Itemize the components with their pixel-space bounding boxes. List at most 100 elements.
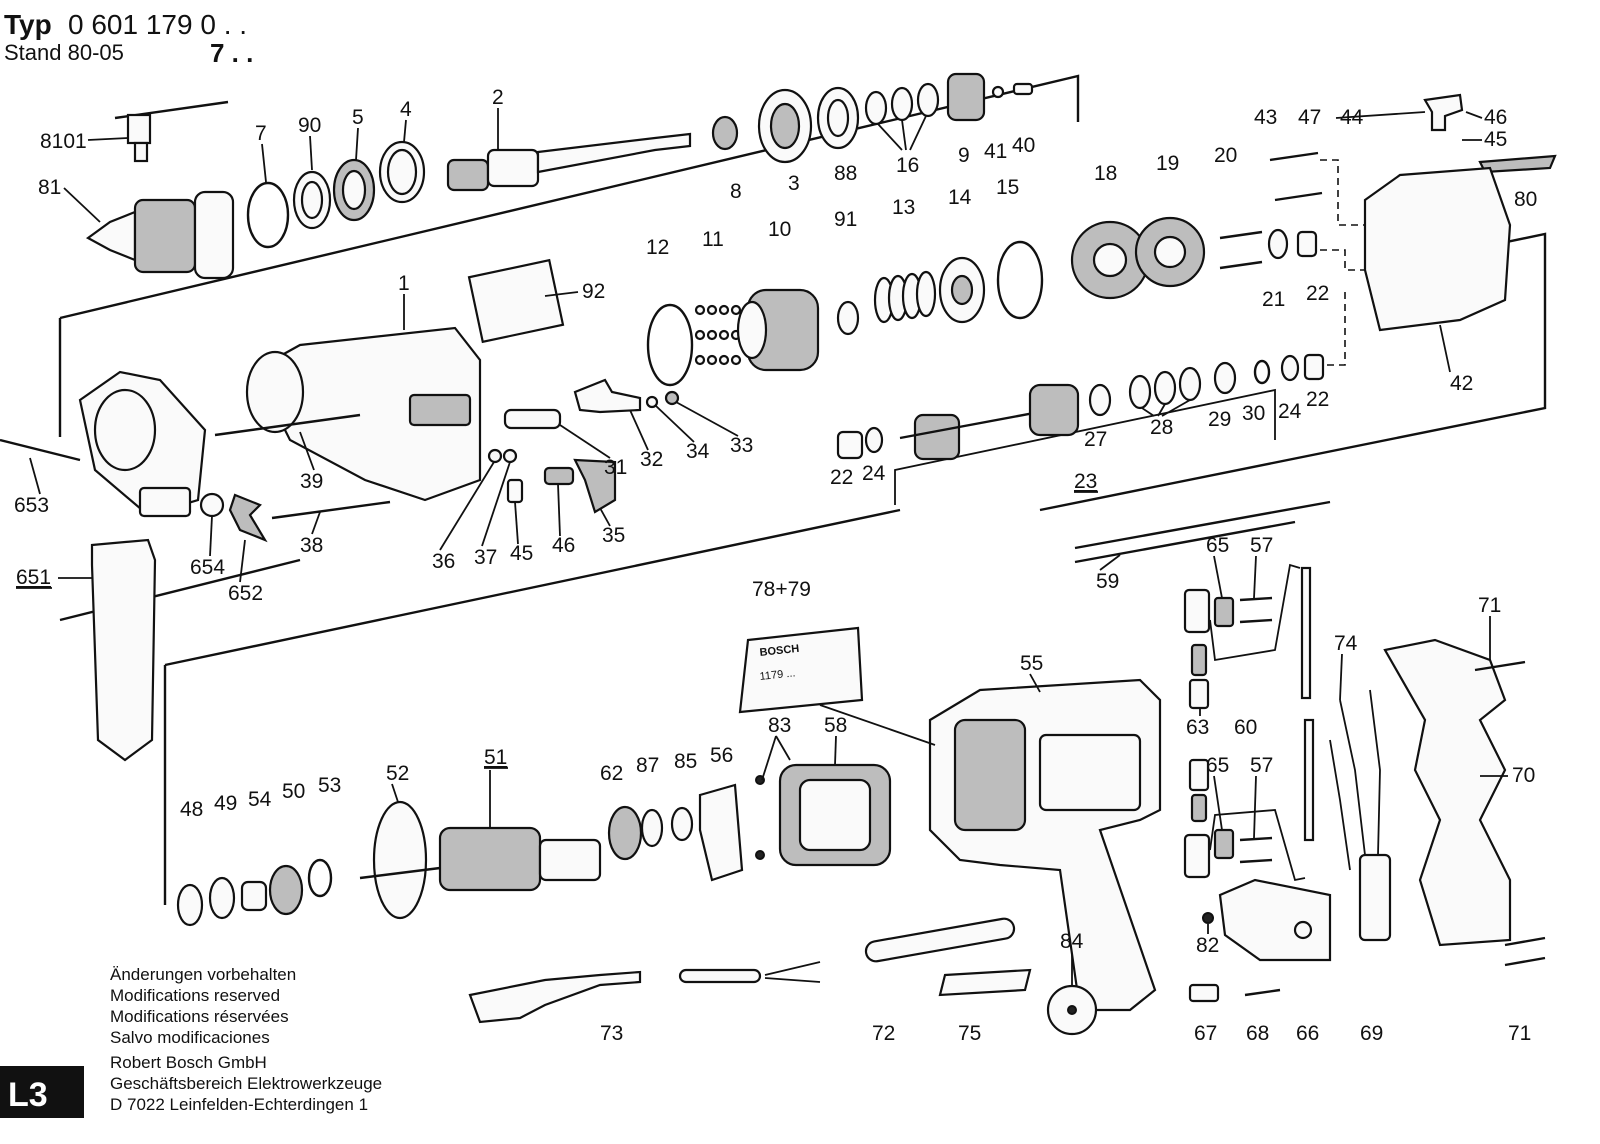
lead-terminal-a <box>1300 566 1312 700</box>
label-11: 11 <box>702 228 724 251</box>
label-65-top: 65 <box>1206 534 1229 557</box>
capacitor-69 <box>1358 853 1392 942</box>
lead-60b <box>1209 809 1306 882</box>
typ-variant: 7 . . <box>210 38 253 68</box>
label-82: 82 <box>1196 934 1219 957</box>
label-38: 38 <box>300 534 323 557</box>
label-7: 7 <box>255 122 267 145</box>
label-22-low: 22 <box>830 466 853 489</box>
pin-40 <box>1012 82 1034 96</box>
label-27: 27 <box>1084 428 1107 451</box>
brush-holder-63a <box>1183 588 1211 634</box>
armature-51 <box>359 826 602 892</box>
label-48: 48 <box>180 798 203 821</box>
label-45-mid: 45 <box>510 542 533 565</box>
typ-word: Typ <box>4 9 52 40</box>
label-24-mid: 24 <box>1278 400 1302 423</box>
cap-lead-b <box>1369 689 1381 856</box>
typ-number: 0 601 179 0 . . <box>68 9 247 40</box>
spring-46 <box>543 466 575 486</box>
label-5: 5 <box>352 106 364 129</box>
bearing-50 <box>268 864 304 916</box>
decal-7879: BOSCH 1179 ... <box>738 626 936 746</box>
bearing-22a <box>1296 230 1318 258</box>
label-52: 52 <box>386 762 409 785</box>
label-80: 80 <box>1514 188 1537 211</box>
screw-38 <box>271 500 391 520</box>
washer-49 <box>208 876 236 920</box>
label-59: 59 <box>1096 570 1119 593</box>
lever-44 <box>1423 93 1464 132</box>
label-8: 8 <box>730 180 742 203</box>
label-71-top: 71 <box>1478 594 1501 617</box>
shaft-31 <box>503 408 562 430</box>
bottom-row-parts: BOSCH 1179 ... <box>176 500 1546 1036</box>
footer-line-en: Modifications reserved <box>110 986 280 1005</box>
label-49: 49 <box>214 792 237 815</box>
label-56: 56 <box>710 744 733 767</box>
label-28: 28 <box>1150 416 1173 439</box>
o-ring-12 <box>646 303 694 387</box>
label-83: 83 <box>768 714 791 737</box>
label-43: 43 <box>1254 106 1277 129</box>
brush-b <box>1188 758 1210 792</box>
stand-date: Stand 80-05 <box>4 40 124 65</box>
dash-22b <box>1315 290 1346 366</box>
header: Typ 0 601 179 0 . . Stand 80-05 7 . . <box>4 9 253 68</box>
brush-holder-63b <box>1183 833 1211 879</box>
sleeve-72 <box>864 917 1016 963</box>
wire-59b <box>1074 520 1296 564</box>
cap-lead-a <box>1339 699 1366 856</box>
screw-68 <box>1244 988 1281 997</box>
label-65-low: 65 <box>1206 754 1229 777</box>
screw-57b <box>1239 618 1273 624</box>
label-60: 60 <box>1234 716 1257 739</box>
clamp-67 <box>1188 983 1220 1003</box>
washer-24a <box>1280 354 1300 382</box>
label-29: 29 <box>1208 408 1231 431</box>
label-71-low: 71 <box>1508 1022 1531 1045</box>
sleeve-54 <box>240 880 268 912</box>
label-653: 653 <box>14 494 49 517</box>
label-72: 72 <box>872 1022 895 1045</box>
washers-16 <box>864 82 940 126</box>
label-32: 32 <box>640 448 663 471</box>
label-15: 15 <box>996 176 1019 199</box>
lead-74 <box>1329 739 1351 871</box>
label-9: 9 <box>958 144 970 167</box>
selector-32 <box>573 378 642 414</box>
label-74: 74 <box>1334 632 1358 655</box>
label-68: 68 <box>1246 1022 1269 1045</box>
decal-type: 1179 ... <box>759 667 796 683</box>
baffle-56 <box>698 783 744 882</box>
lead-terminal-b <box>1303 718 1315 842</box>
label-30: 30 <box>1242 402 1265 425</box>
label-34: 34 <box>686 440 710 463</box>
screw-82 <box>1202 912 1214 924</box>
stator-58 <box>778 763 892 867</box>
top-row-parts <box>85 72 1034 280</box>
label-67: 67 <box>1194 1022 1217 1045</box>
label-69: 69 <box>1360 1022 1383 1045</box>
label-90: 90 <box>298 114 321 137</box>
rod-653 <box>0 438 81 462</box>
label-37: 37 <box>474 546 497 569</box>
holder-65b <box>1213 828 1235 860</box>
ring-53 <box>307 858 333 898</box>
label-22-mid: 22 <box>1306 388 1329 411</box>
label-39: 39 <box>300 470 323 493</box>
bearing-cap-9 <box>946 72 986 122</box>
frame-top-band <box>59 74 1080 320</box>
mains-plug-73 <box>468 970 642 1024</box>
label-2: 2 <box>492 86 504 109</box>
screw-71b <box>1504 936 1546 947</box>
label-53: 53 <box>318 774 341 797</box>
washer-85 <box>670 806 694 842</box>
label-18: 18 <box>1094 162 1117 185</box>
pin-20a <box>1219 230 1263 240</box>
screw-71c <box>1504 956 1546 967</box>
label-58: 58 <box>824 714 847 737</box>
spring-8 <box>711 115 739 151</box>
label-66: 66 <box>1296 1022 1319 1045</box>
